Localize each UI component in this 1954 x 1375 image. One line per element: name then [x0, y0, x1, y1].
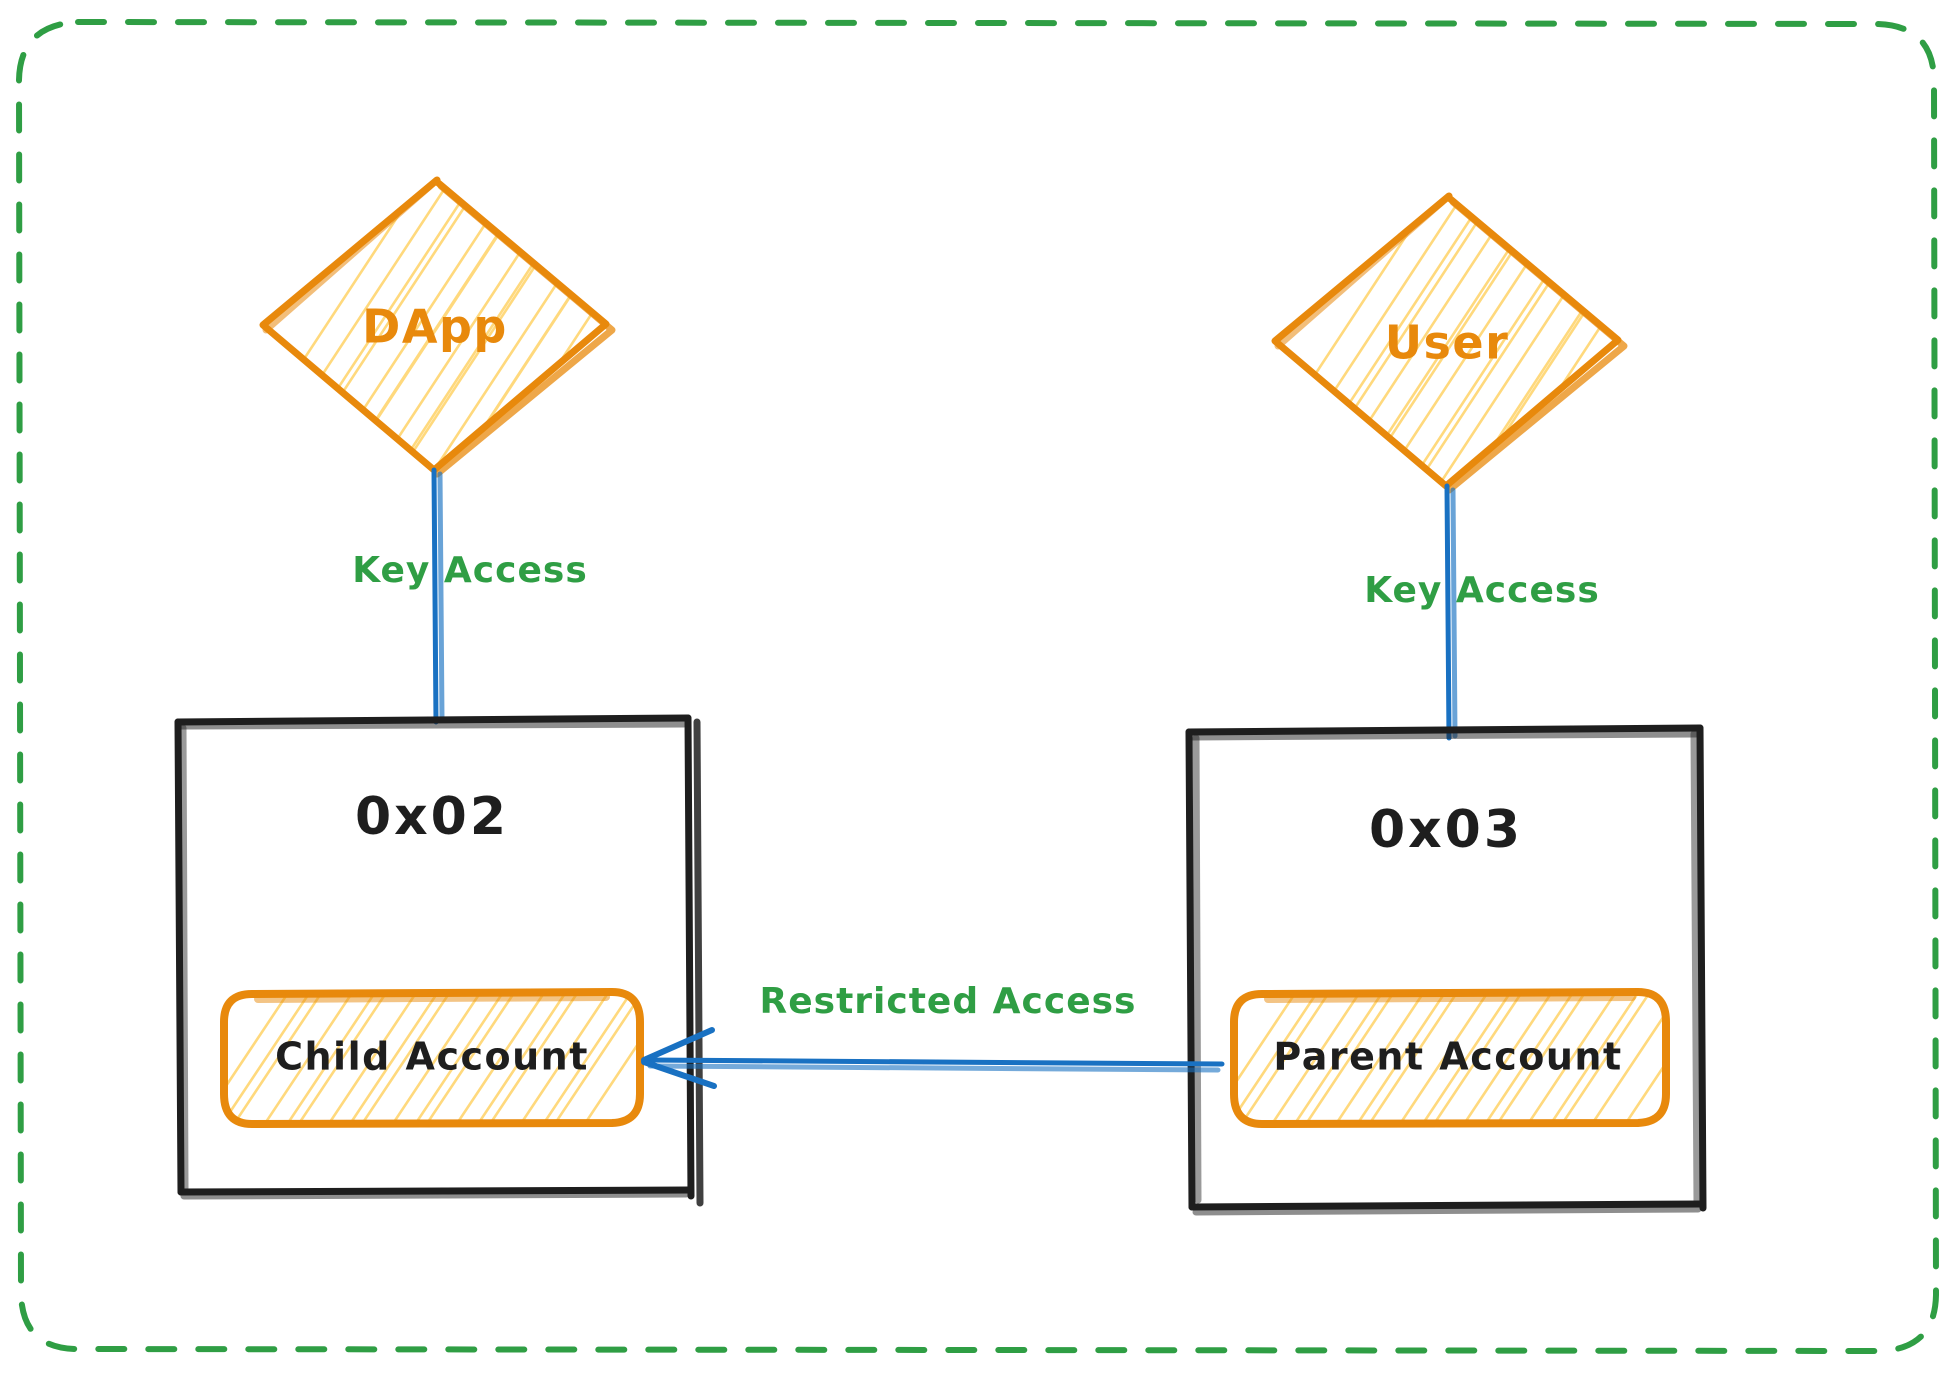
- child-box-title: 0x02: [355, 787, 509, 847]
- child-pill-outline: [220, 988, 644, 1128]
- dapp-label: DApp: [362, 300, 508, 354]
- edge-dapp-to-child[interactable]: Key Access: [352, 467, 588, 725]
- edge-parent-to-child[interactable]: Restricted Access: [641, 981, 1225, 1089]
- edge-label-key-access-dapp: Key Access: [352, 550, 588, 591]
- node-dapp[interactable]: DApp: [214, 146, 722, 522]
- edge-label-key-access-user: Key Access: [1364, 570, 1600, 611]
- user-label: User: [1385, 316, 1510, 370]
- node-parent-box[interactable]: 0x03: [1185, 724, 1722, 1216]
- child-pill-label: Child Account: [275, 1035, 589, 1079]
- outer-dashed-frame: [15, 18, 1940, 1355]
- node-child-pill[interactable]: Child Account: [190, 975, 684, 1150]
- node-child-box[interactable]: 0x02: [174, 714, 704, 1207]
- edge-label-restricted-access: Restricted Access: [760, 981, 1137, 1022]
- parent-pill-outline: [1230, 988, 1670, 1128]
- parent-box-title: 0x03: [1369, 800, 1523, 860]
- child-box-outline: [174, 714, 704, 1207]
- parent-pill-label: Parent Account: [1273, 1035, 1622, 1079]
- parent-box-outline: [1185, 724, 1707, 1216]
- node-parent-pill[interactable]: Parent Account: [1196, 977, 1722, 1152]
- node-user[interactable]: User: [1226, 160, 1734, 536]
- edge-user-to-parent[interactable]: Key Access: [1364, 483, 1600, 741]
